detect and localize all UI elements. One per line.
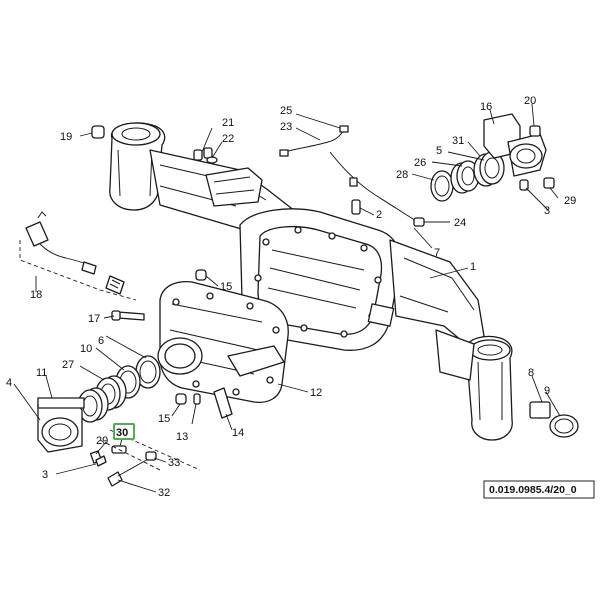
callout-1: 1: [470, 261, 476, 273]
highlighted-callout[interactable]: 30: [113, 423, 135, 440]
callout-3-left: 3: [42, 469, 48, 481]
screw-3-right[interactable]: [519, 179, 529, 191]
bushing-9[interactable]: [549, 414, 579, 438]
screw-3-left[interactable]: [95, 455, 107, 467]
callout-labels: 19 21 22 25 23 2 24 7 1 16 20 31 26 5 28…: [6, 95, 576, 499]
callout-15-upper: 15: [220, 281, 232, 293]
callout-21: 21: [222, 117, 234, 129]
bleed-screw-21[interactable]: [193, 147, 213, 161]
callout-2: 2: [376, 209, 382, 221]
fitting-2[interactable]: [351, 199, 361, 215]
callout-14: 14: [232, 427, 244, 439]
callout-7: 7: [434, 247, 440, 259]
callout-15-lower: 15: [158, 413, 170, 425]
callout-27: 27: [62, 359, 74, 371]
reference-code: 0.019.0985.4/20_0: [483, 480, 595, 499]
brake-line-23[interactable]: [279, 125, 349, 157]
callout-17: 17: [88, 313, 100, 325]
washer-22[interactable]: [206, 156, 218, 164]
differential-cover[interactable]: [157, 280, 289, 404]
sensor-32[interactable]: [107, 457, 151, 487]
callout-4: 4: [6, 377, 12, 389]
fitting-24[interactable]: [413, 217, 425, 227]
callout-18: 18: [30, 289, 42, 301]
pivot-bracket-16[interactable]: [483, 113, 547, 177]
grease-nipple-20[interactable]: [529, 125, 541, 137]
callout-29-left: 29: [96, 435, 108, 447]
callout-30: 30: [116, 427, 128, 439]
bushing-8[interactable]: [529, 401, 551, 419]
callout-8: 8: [528, 367, 534, 379]
leader-lines: [13, 103, 561, 493]
plug-15-lower[interactable]: [175, 393, 187, 405]
callout-28: 28: [396, 169, 408, 181]
callout-24: 24: [454, 217, 466, 229]
callout-9: 9: [544, 385, 550, 397]
reference-box: [483, 480, 595, 499]
bearing-5[interactable]: [473, 151, 505, 187]
callout-23: 23: [280, 121, 292, 133]
callout-5: 5: [436, 145, 442, 157]
callout-26: 26: [414, 157, 426, 169]
speed-sensor-harness-18[interactable]: [25, 211, 125, 295]
clip-33[interactable]: [145, 451, 157, 461]
callout-25: 25: [280, 105, 292, 117]
callout-11: 11: [36, 367, 47, 379]
callout-19: 19: [60, 131, 72, 143]
pin-13[interactable]: [193, 393, 201, 405]
callout-29-right: 29: [564, 195, 576, 207]
callout-12: 12: [310, 387, 322, 399]
callout-10: 10: [80, 343, 92, 355]
grease-nipple-29-right[interactable]: [543, 177, 555, 189]
callout-31: 31: [452, 135, 464, 147]
plug-19[interactable]: [91, 125, 105, 139]
callout-32: 32: [158, 487, 170, 499]
highlight-box: [113, 423, 135, 440]
plug-15-upper[interactable]: [195, 269, 207, 281]
pin-14[interactable]: [213, 387, 233, 419]
callout-6: 6: [98, 335, 104, 347]
pivot-bracket-11[interactable]: [37, 397, 85, 453]
reference-text: 0.019.0985.4/20_0: [489, 484, 577, 496]
ring-28[interactable]: [430, 170, 454, 202]
callout-3-right: 3: [544, 205, 550, 217]
screw-17[interactable]: [111, 310, 145, 321]
callout-33: 33: [168, 457, 180, 469]
callout-20: 20: [524, 95, 536, 107]
callout-13: 13: [176, 431, 188, 443]
callout-16: 16: [480, 101, 492, 113]
brake-line-7[interactable]: [329, 151, 419, 223]
callout-22: 22: [222, 133, 234, 145]
